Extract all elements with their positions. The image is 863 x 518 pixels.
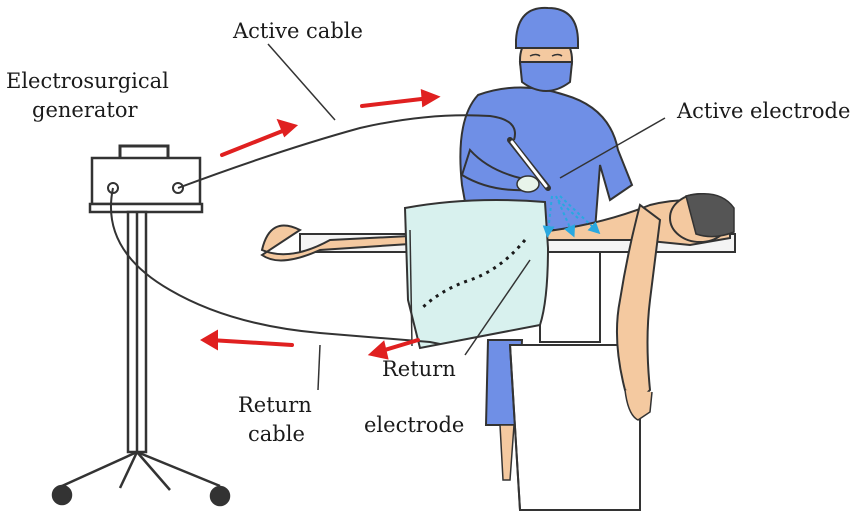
return-electrode-label-line1: Return xyxy=(382,357,456,381)
return-cable-label-line1: Return xyxy=(238,393,312,417)
electrosurgical-generator-icon xyxy=(90,146,202,212)
generator-label-line2: generator xyxy=(32,98,138,122)
active-arrow-head-2 xyxy=(423,92,436,104)
return-cable-label-line2: cable xyxy=(248,422,305,446)
generator-label-line1: Electrosurgical xyxy=(6,69,169,93)
flow-arrows xyxy=(204,92,436,357)
active-electrode-label: Active electrode xyxy=(676,99,850,123)
active-arrow-head-1 xyxy=(280,122,294,134)
generator-cart-icon xyxy=(53,212,229,505)
return-arrow-head-1 xyxy=(204,333,216,347)
return-arrow-head-2 xyxy=(372,344,386,357)
active-cable-label: Active cable xyxy=(232,19,363,43)
return-electrode-label-line2: electrode xyxy=(364,413,464,437)
